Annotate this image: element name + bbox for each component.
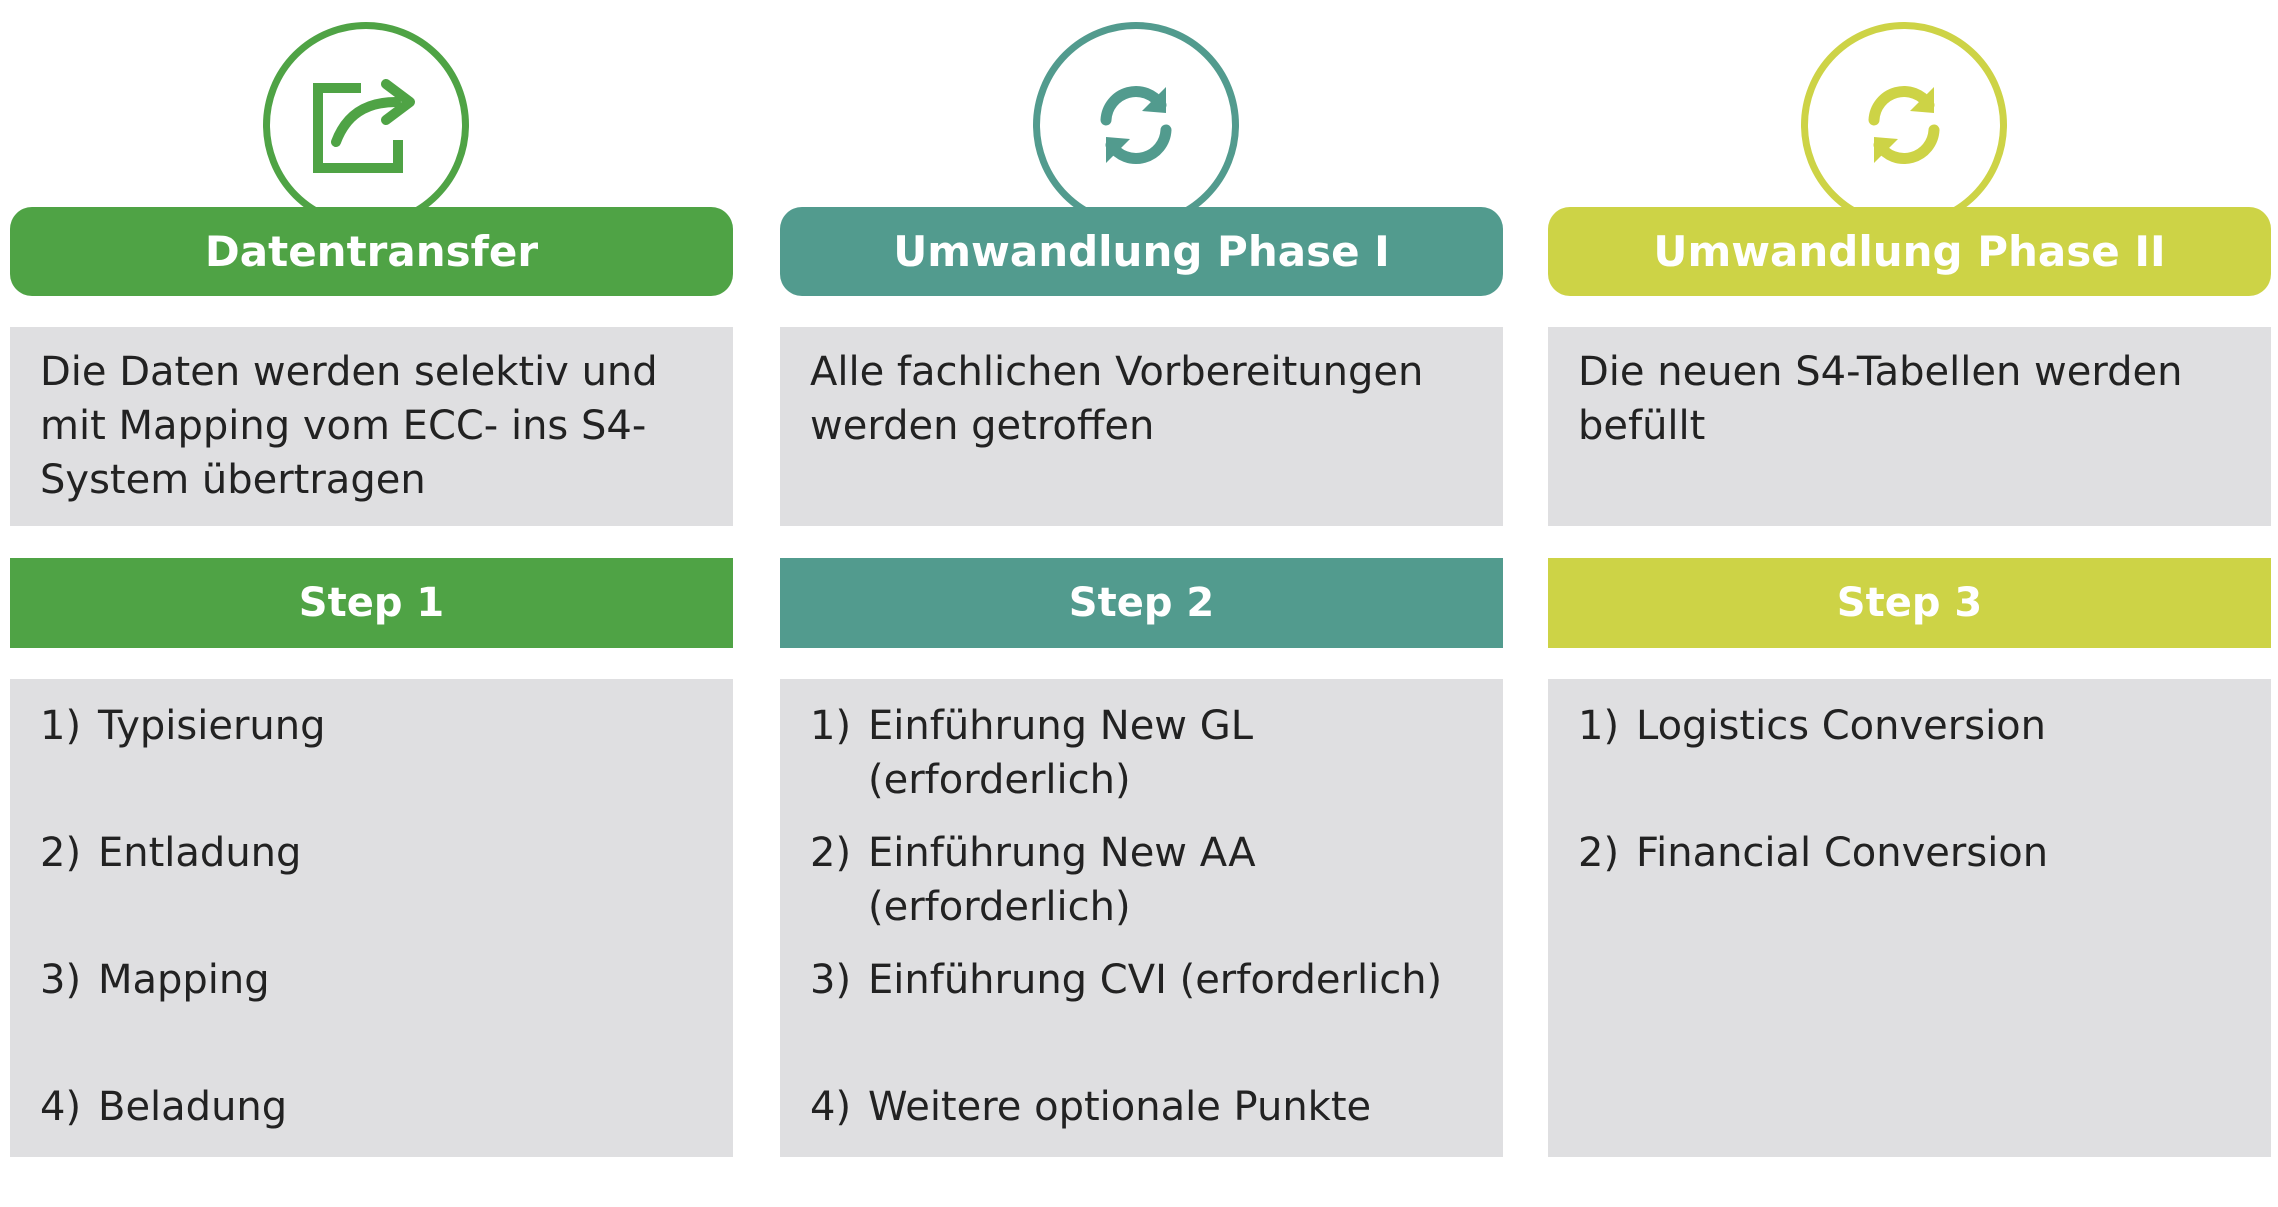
item-text: Logistics Conversion xyxy=(1636,703,2046,749)
list-item: 1) Typisierung xyxy=(40,699,703,826)
list-item: 4) Weitere optionale Punkte xyxy=(810,1080,1473,1207)
item-text: Beladung xyxy=(98,1084,288,1130)
phase-description: Die Daten werden selektiv und mit Mappin… xyxy=(10,327,733,526)
item-text: Einführung New AA (erforderlich) xyxy=(868,830,1256,930)
list-item: 2) Financial Conversion xyxy=(1578,826,2241,953)
phase-column: Umwandlung Phase I Alle fachlichen Vorbe… xyxy=(780,0,1503,1157)
item-number: 3) xyxy=(810,957,852,1003)
item-number: 3) xyxy=(40,957,82,1003)
list-item: 1) Logistics Conversion xyxy=(1578,699,2241,826)
phase-title: Umwandlung Phase II xyxy=(1548,207,2271,296)
list-item: 2) Einführung New AA (erforderlich) xyxy=(810,826,1473,953)
item-text: Einführung CVI (erforderlich) xyxy=(868,957,1443,1003)
item-number: 2) xyxy=(810,830,852,876)
phase-title: Umwandlung Phase I xyxy=(780,207,1503,296)
item-number: 1) xyxy=(40,703,82,749)
icon-circle xyxy=(263,22,469,228)
list-item: 3) Einführung CVI (erforderlich) xyxy=(810,953,1473,1080)
step-label: Step 3 xyxy=(1548,558,2271,648)
list-item: 1) Einführung New GL (erforderlich) xyxy=(810,699,1473,826)
item-number: 2) xyxy=(1578,830,1620,876)
item-text: Typisierung xyxy=(98,703,326,749)
step-list: 1) Typisierung 2) Entladung 3) Mapping 4) Belad… xyxy=(10,679,733,1157)
phase-title: Datentransfer xyxy=(10,207,733,296)
item-number: 4) xyxy=(40,1084,82,1130)
item-text: Financial Conversion xyxy=(1636,830,2049,876)
item-text: Weitere optionale Punkte xyxy=(868,1084,1372,1130)
step-list: 1) Logistics Conversion 2) Financial Conver… xyxy=(1548,679,2271,1157)
item-number: 1) xyxy=(1578,703,1620,749)
step-label: Step 1 xyxy=(10,558,733,648)
phase-description: Die neuen S4-Tabellen werden befüllt xyxy=(1548,327,2271,526)
list-item: 3) Mapping xyxy=(40,953,703,1080)
step-list: 1) Einführung New GL (erforderlich) 2) Einf… xyxy=(780,679,1503,1157)
item-number: 2) xyxy=(40,830,82,876)
phase-column: Umwandlung Phase II Die neuen S4-Tabelle… xyxy=(1548,0,2271,1157)
item-text: Mapping xyxy=(98,957,270,1003)
phase-description: Alle fachlichen Vorbereitungen werden ge… xyxy=(780,327,1503,526)
item-number: 1) xyxy=(810,703,852,749)
icon-circle xyxy=(1033,22,1239,228)
item-number: 4) xyxy=(810,1084,852,1130)
list-item: 2) Entladung xyxy=(40,826,703,953)
icon-circle xyxy=(1801,22,2007,228)
item-text: Entladung xyxy=(98,830,302,876)
item-text: Einführung New GL (erforderlich) xyxy=(868,703,1254,803)
phase-column: Datentransfer Die Daten werden selektiv … xyxy=(10,0,733,1157)
list-item: 4) Beladung xyxy=(40,1080,703,1207)
step-label: Step 2 xyxy=(780,558,1503,648)
